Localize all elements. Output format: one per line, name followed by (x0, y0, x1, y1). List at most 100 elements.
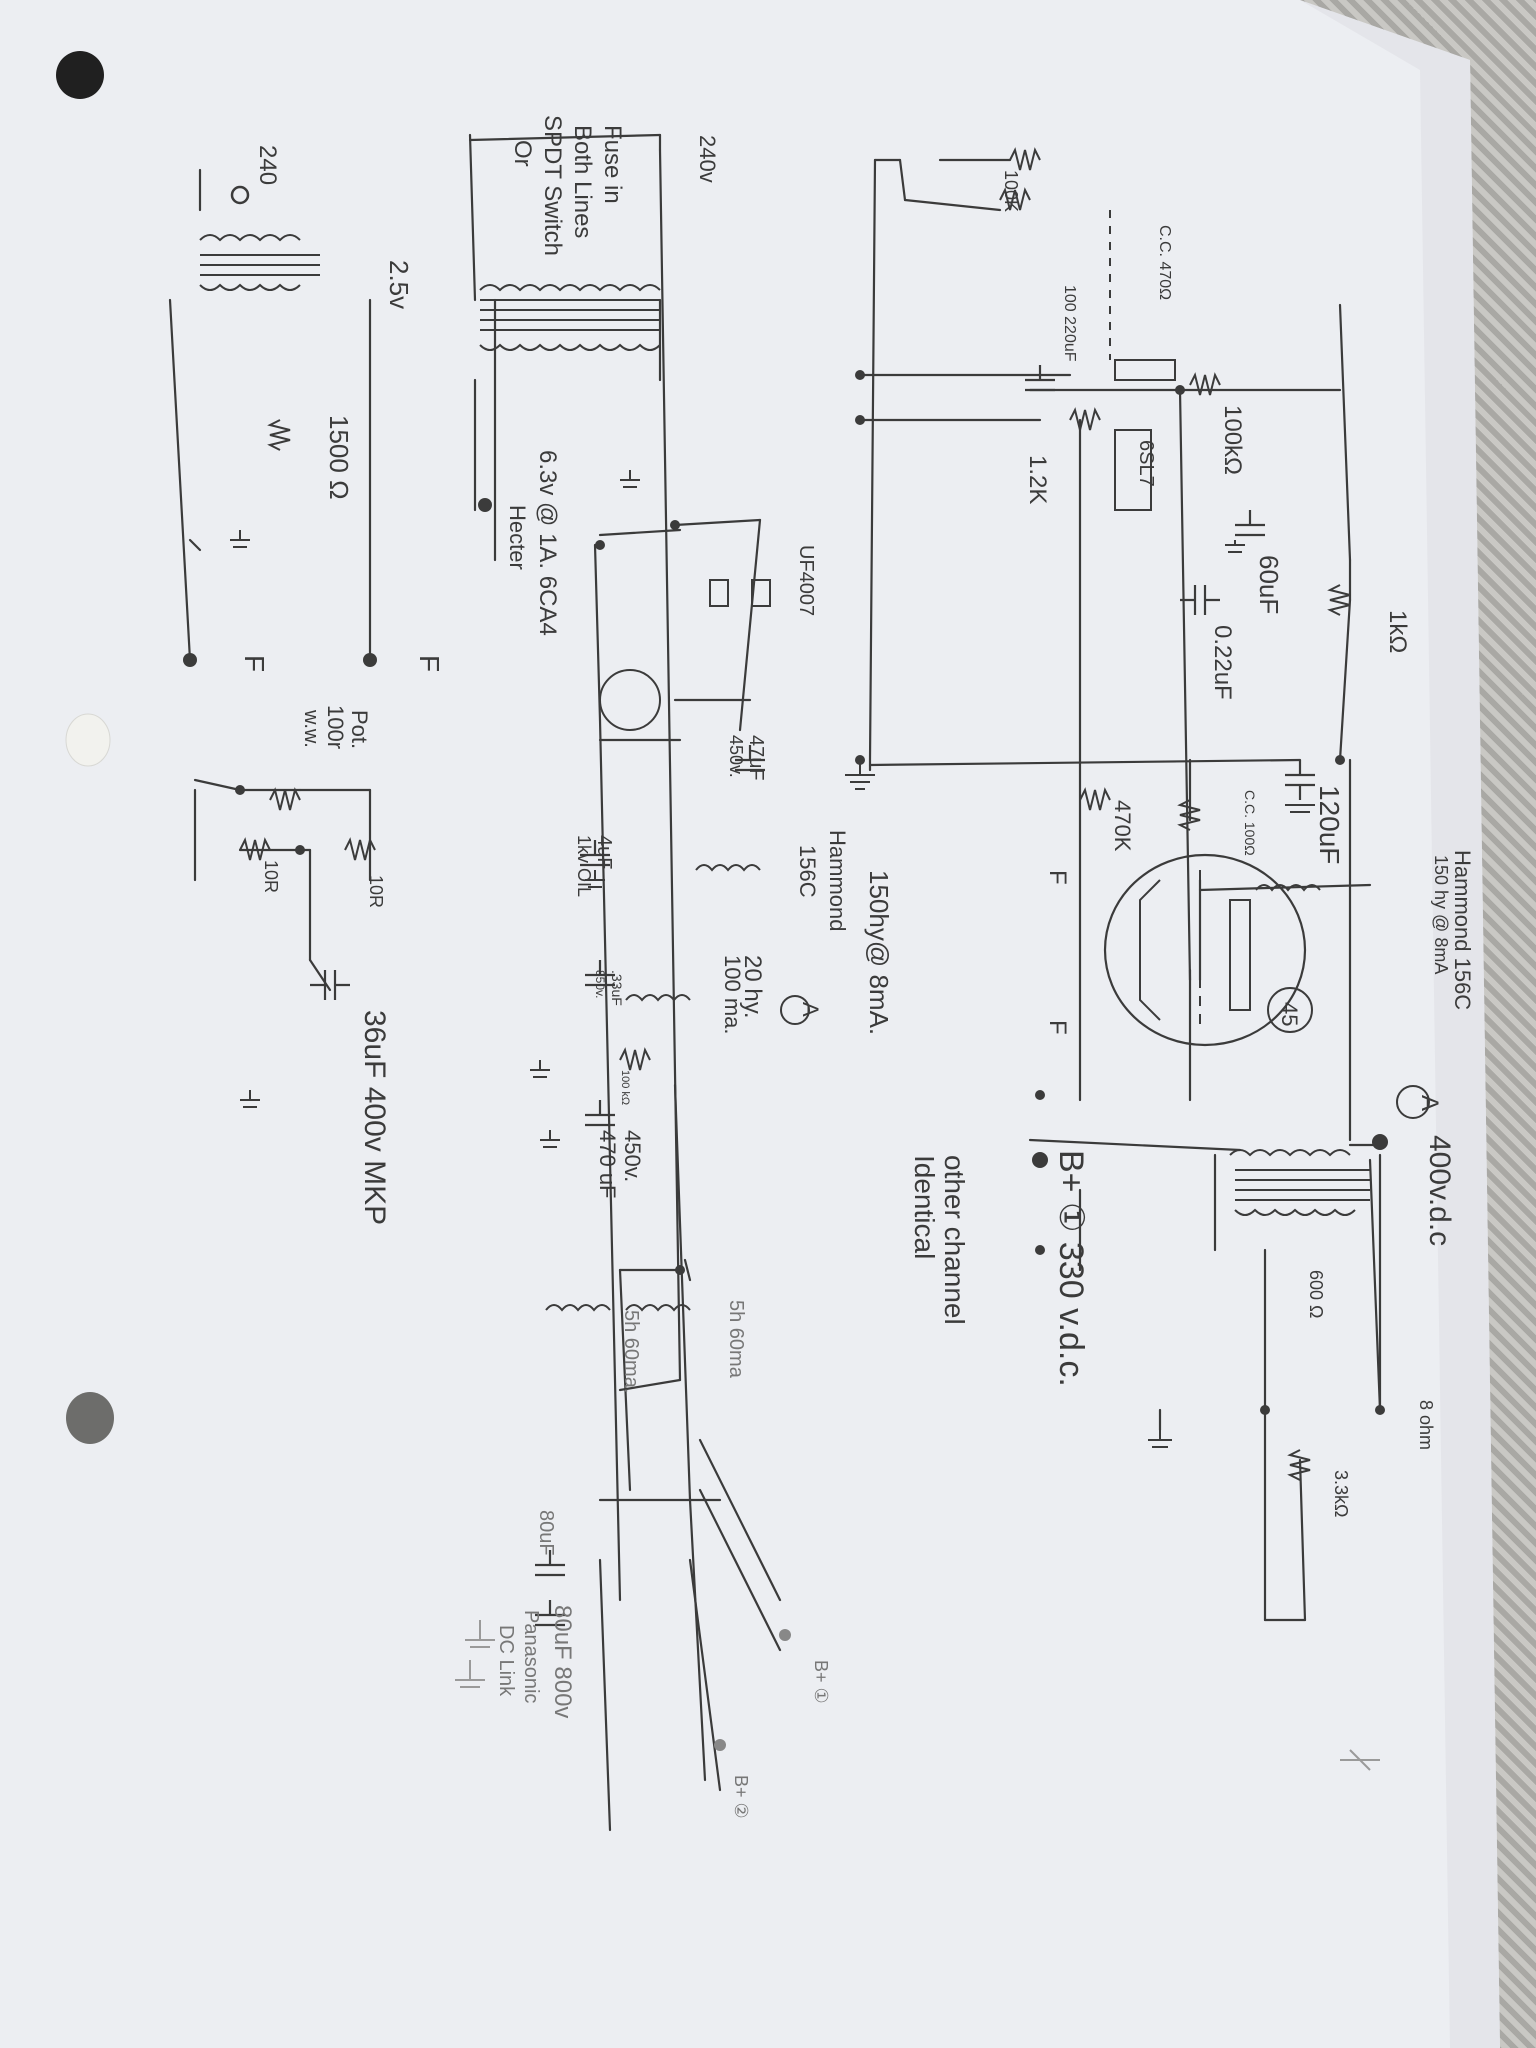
choke-5h-upper (625, 1304, 691, 1312)
resistor-1-2k (1069, 407, 1101, 431)
junction-dots (183, 370, 1388, 1751)
label-240v-mains: 240v (695, 135, 720, 183)
resistor-1k (1327, 584, 1351, 616)
label-pot: Pot. (347, 710, 372, 749)
heater-secondary-coil (199, 283, 301, 291)
output-secondary-coil (1234, 1208, 1356, 1216)
label-1k: 1kΩ (1384, 610, 1411, 653)
tube-45 (1103, 853, 1313, 1047)
label-150hy: 150hy@ 8mA. (864, 870, 894, 1035)
ground-4uf (585, 870, 605, 888)
cap-220uf (1025, 365, 1055, 392)
label-fuse-line-3: SPDT Switch (539, 115, 566, 256)
label-hammond-top-spec: 150 hy @ 8mA (1431, 855, 1451, 974)
resistor-10r-b (239, 837, 271, 861)
label-filament-2: F (1044, 1020, 1071, 1035)
label-2-5v: 2.5v (384, 260, 414, 309)
ground-100k (530, 1060, 550, 1078)
label-fuse-line-2: Both Lines (569, 125, 596, 238)
label-10r-a: 10R (366, 875, 386, 908)
tube-6sl7 (1109, 210, 1176, 511)
label-cc-470: C.C. 470Ω (1156, 225, 1173, 300)
transistor-regulator (599, 669, 661, 731)
transformers (199, 234, 1370, 1312)
label-400vdc: 400v.d.c (1423, 1135, 1456, 1246)
label-fuse-line-4: Or (509, 140, 536, 167)
label-100k-small: 100 kΩ (619, 1070, 631, 1105)
grounds (230, 470, 1315, 1448)
label-cc-100: C.C. 100Ω (1242, 790, 1258, 856)
label-pot-ww: w.w. (300, 709, 322, 748)
label-470k: 470K (1110, 800, 1135, 852)
label-f-right: F (414, 655, 445, 672)
label-120uf: 120uF (1314, 785, 1345, 864)
label-heater: Hecter (505, 505, 530, 570)
label-450v: 450v. (620, 1130, 645, 1182)
cap-470uf (585, 1100, 615, 1127)
label-node-a-lower: A (798, 1002, 823, 1017)
paper-shadow (1300, 0, 1500, 2048)
punch-hole-bottom (66, 1392, 114, 1444)
ground-input (845, 760, 875, 790)
node-a-top-marker (1396, 1085, 1430, 1119)
resistor-100k-input (1009, 147, 1041, 171)
label-panasonic: Panasonic (520, 1610, 542, 1703)
schematic-labels: Hammond 156C 150 hy @ 8mA A 400v.d.c 8 o… (239, 115, 1475, 1819)
label-filament-1: F (1044, 870, 1071, 885)
label-470uf: 470 uF (595, 1130, 620, 1199)
node-a-lower-marker (780, 995, 810, 1025)
label-bplus-out1: B+ ① (811, 1660, 831, 1704)
choke-20hy (625, 994, 691, 1002)
choke-150hy (695, 864, 761, 872)
label-5h-lower: 5h 60ma. (620, 1310, 642, 1393)
label-dc-link: DC Link (495, 1625, 517, 1697)
cap-47uf (735, 745, 765, 772)
label-node-a-top: A (1416, 1095, 1443, 1111)
capacitors (310, 365, 1315, 1627)
input-jack (230, 185, 250, 205)
label-8-ohm: 8 ohm (1416, 1400, 1436, 1450)
label-10r-b: 10R (261, 860, 281, 893)
label-1-2k: 1.2K (1024, 455, 1051, 504)
label-36uf-400v-mkp: 36uF 400v MKP (358, 1010, 391, 1225)
output-primary-coil (1229, 1149, 1351, 1157)
choke-top (1255, 884, 1321, 892)
label-uf4007: UF4007 (795, 545, 817, 616)
resistors (239, 147, 1351, 1481)
mains-primary-coil (479, 284, 661, 292)
label-heater-6-3v: 6.3v @ 1A. 6CA4 (534, 450, 561, 636)
label-100-220uf: 100 220uF (1061, 285, 1078, 362)
paper-sheet (0, 0, 1500, 2048)
label-tube-45: 45 (1277, 1002, 1302, 1026)
mains-secondary-coil (479, 343, 661, 351)
pencil-wiring (455, 1620, 1380, 1771)
tube-45-badge (1267, 987, 1313, 1033)
label-pot-100r: 100r (323, 705, 348, 749)
label-60uf: 60uF (1254, 555, 1284, 614)
punch-hole-middle (65, 713, 111, 767)
ground-470uf (540, 1130, 560, 1148)
label-4uf: 4uF (593, 835, 615, 869)
mains-core (480, 299, 660, 331)
cap-0-22uf (1180, 585, 1220, 615)
label-20hy: 20 hy. (739, 955, 766, 1019)
resistor-10r-a (344, 837, 376, 861)
cap-36uf (310, 970, 350, 1000)
ground-1500 (230, 530, 250, 548)
ground-output (1148, 1430, 1172, 1448)
label-850v: 850v. (593, 970, 607, 998)
label-other-channel: other channel (939, 1155, 970, 1325)
resistor-1500 (267, 419, 291, 451)
label-0-22uf: 0.22uF (1209, 625, 1236, 700)
label-156c-lower: 156C (795, 845, 820, 898)
resistor-100k-plate (1189, 372, 1221, 396)
cap-4uf (580, 840, 610, 867)
label-fuse-line-1: Fuse in (599, 125, 626, 204)
cap-80uf-left (535, 1550, 565, 1577)
resistor-470k (1079, 787, 1111, 811)
ground-mains (620, 470, 640, 488)
label-6sl7: 6SL7 (1135, 440, 1157, 487)
label-identical: Identical (909, 1155, 940, 1259)
output-core (1235, 1169, 1370, 1201)
